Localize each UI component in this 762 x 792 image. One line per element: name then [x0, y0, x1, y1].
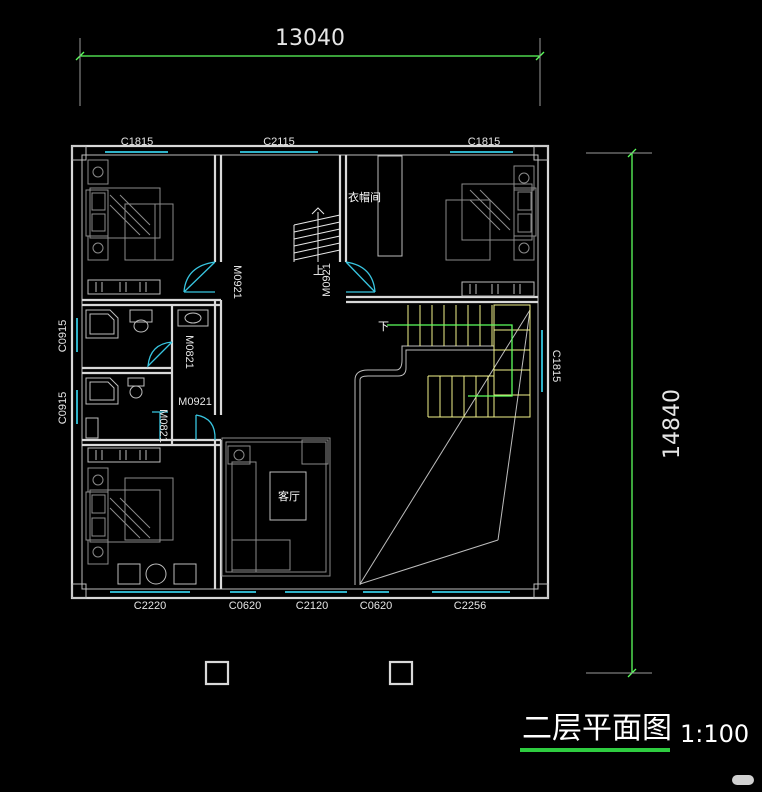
window-label-bottom-5: C2256: [454, 600, 486, 612]
entry-columns: [204, 660, 414, 686]
drawing-title: 二层平面图: [522, 711, 672, 746]
window-label-bottom-2: C0620: [229, 600, 261, 612]
width-dimension-label: 13040: [275, 26, 345, 51]
door-swing-3: [147, 341, 173, 368]
window-label-left-lower: C0915: [57, 392, 69, 424]
windows: [76, 151, 543, 593]
stair-label-down: 下: [378, 320, 389, 333]
bed-bottom-left: [85, 447, 197, 585]
watermark-badge: [732, 775, 754, 785]
window-label-left-upper: C0915: [57, 320, 69, 352]
window-label-bottom-4: C0620: [360, 600, 392, 612]
door-swing-5: [152, 411, 168, 440]
door-label-4: M0921: [178, 396, 212, 408]
title-underline: [520, 748, 670, 752]
window-label-top-left: C1815: [121, 136, 153, 148]
bathroom-fixtures: [85, 309, 209, 439]
door-label-2: M0921: [321, 263, 333, 297]
title-block: 二层平面图 1:100: [520, 711, 749, 752]
door-label-3: M0821: [183, 335, 195, 369]
room-labels: 衣帽间 客厅 上 下: [278, 190, 389, 503]
door-labels: M0921 M0921 M0821 M0921 M0821: [157, 263, 333, 443]
interior-walls: [82, 155, 538, 589]
bed-top-left: [85, 159, 174, 295]
window-label-bottom-1: C2220: [134, 600, 166, 612]
horizontal-dimension: 13040: [75, 26, 545, 106]
window-label-bottom-3: C2120: [296, 600, 328, 612]
vertical-dimension: 14840: [586, 148, 685, 678]
window-label-top-center: C2115: [263, 136, 295, 148]
stair-label-up: 上: [313, 264, 324, 277]
drawing-scale: 1:100: [680, 720, 749, 748]
window-label-top-right: C1815: [468, 136, 500, 148]
door-label-5: M0821: [157, 409, 169, 443]
corridor-stair: [293, 207, 341, 262]
door-label-1: M0921: [231, 265, 243, 299]
room-label-cloakroom: 衣帽间: [348, 190, 381, 204]
room-label-living-room: 客厅: [278, 489, 300, 503]
main-stair: [387, 304, 531, 418]
door-swing-2: [345, 261, 376, 293]
living-room-furniture: [221, 437, 331, 577]
doors: [147, 261, 376, 441]
bed-top-right: [445, 165, 537, 297]
door-swing-1: [183, 261, 216, 293]
door-swing-4: [195, 414, 216, 441]
window-labels: C1815 C2115 C1815 C1815 C0915 C0915 C222…: [57, 136, 562, 612]
height-dimension-label: 14840: [660, 389, 685, 459]
window-label-right: C1815: [550, 350, 562, 382]
